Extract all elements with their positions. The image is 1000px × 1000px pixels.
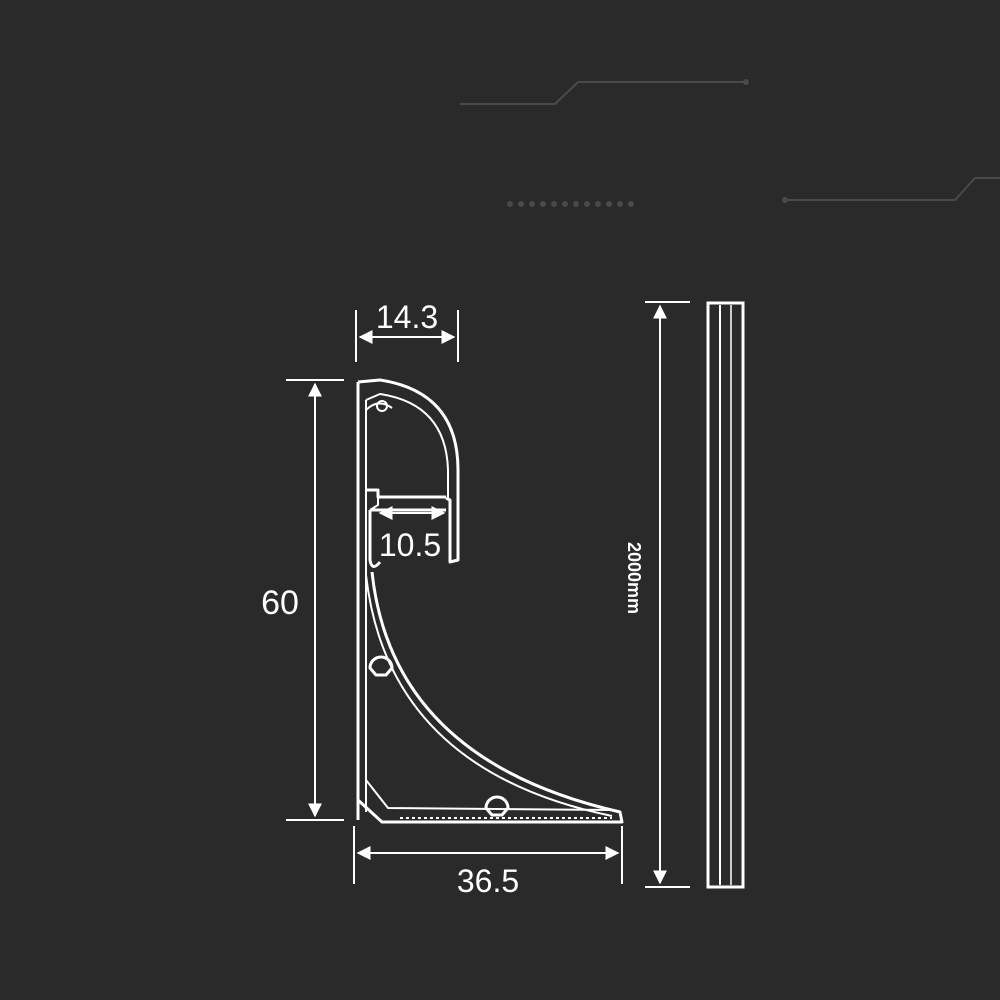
- label-height: 60: [261, 584, 299, 622]
- label-inner-width: 10.5: [379, 527, 441, 563]
- dim-inner-width: 10.5: [378, 506, 446, 563]
- decorative-lines: [460, 79, 1000, 207]
- side-view-bar: [706, 301, 745, 889]
- profile-cross-section: [356, 378, 624, 824]
- label-length: 2000mm: [624, 542, 644, 614]
- chevron-row: [507, 201, 634, 207]
- dim-height: 60: [261, 379, 344, 821]
- label-top-width: 14.3: [376, 299, 438, 335]
- label-bottom-width: 36.5: [457, 863, 519, 899]
- dim-bottom-width: 36.5: [353, 826, 623, 899]
- dim-length: 2000mm: [624, 301, 690, 888]
- dim-top-width: 14.3: [355, 299, 459, 362]
